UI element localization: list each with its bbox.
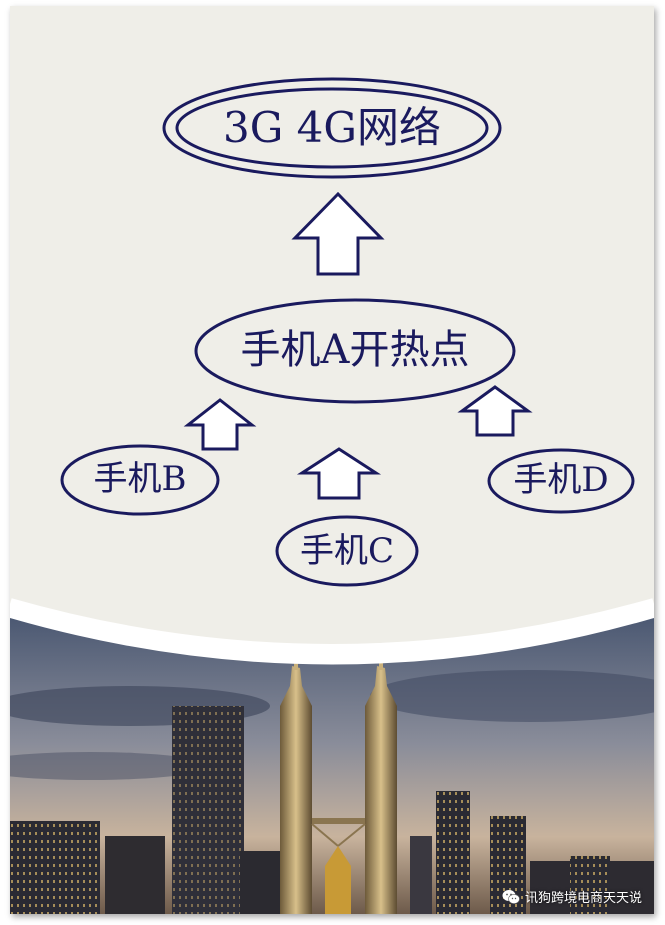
- phone-c-label: 手机C: [299, 531, 395, 571]
- phone-c-oval: [275, 515, 419, 587]
- phone-a-oval: [194, 298, 516, 404]
- phone-b-label: 手机B: [93, 459, 187, 499]
- hotspot-diagram: [10, 6, 654, 914]
- phone-a-label: 手机A开热点: [240, 327, 470, 373]
- watermark: 讯狗跨境电商天天说: [502, 887, 642, 906]
- phone-b-oval: [60, 444, 220, 516]
- watermark-text: 讯狗跨境电商天天说: [524, 891, 642, 906]
- up-arrow-icon: [291, 191, 385, 276]
- phone-d-label: 手机D: [513, 460, 609, 500]
- poster-frame: 3G 4G网络 手机A开热点 手机B 手机C 手机D 讯狗跨境电商天天说: [10, 6, 654, 914]
- up-arrow-icon: [296, 447, 382, 500]
- network-label: 3G 4G网络: [223, 103, 441, 152]
- wechat-icon: [502, 889, 520, 904]
- network-oval: [162, 77, 502, 179]
- twin-towers: [280, 646, 397, 914]
- up-arrow-icon: [183, 398, 257, 451]
- up-arrow-icon: [457, 385, 533, 437]
- phone-d-oval: [487, 448, 635, 514]
